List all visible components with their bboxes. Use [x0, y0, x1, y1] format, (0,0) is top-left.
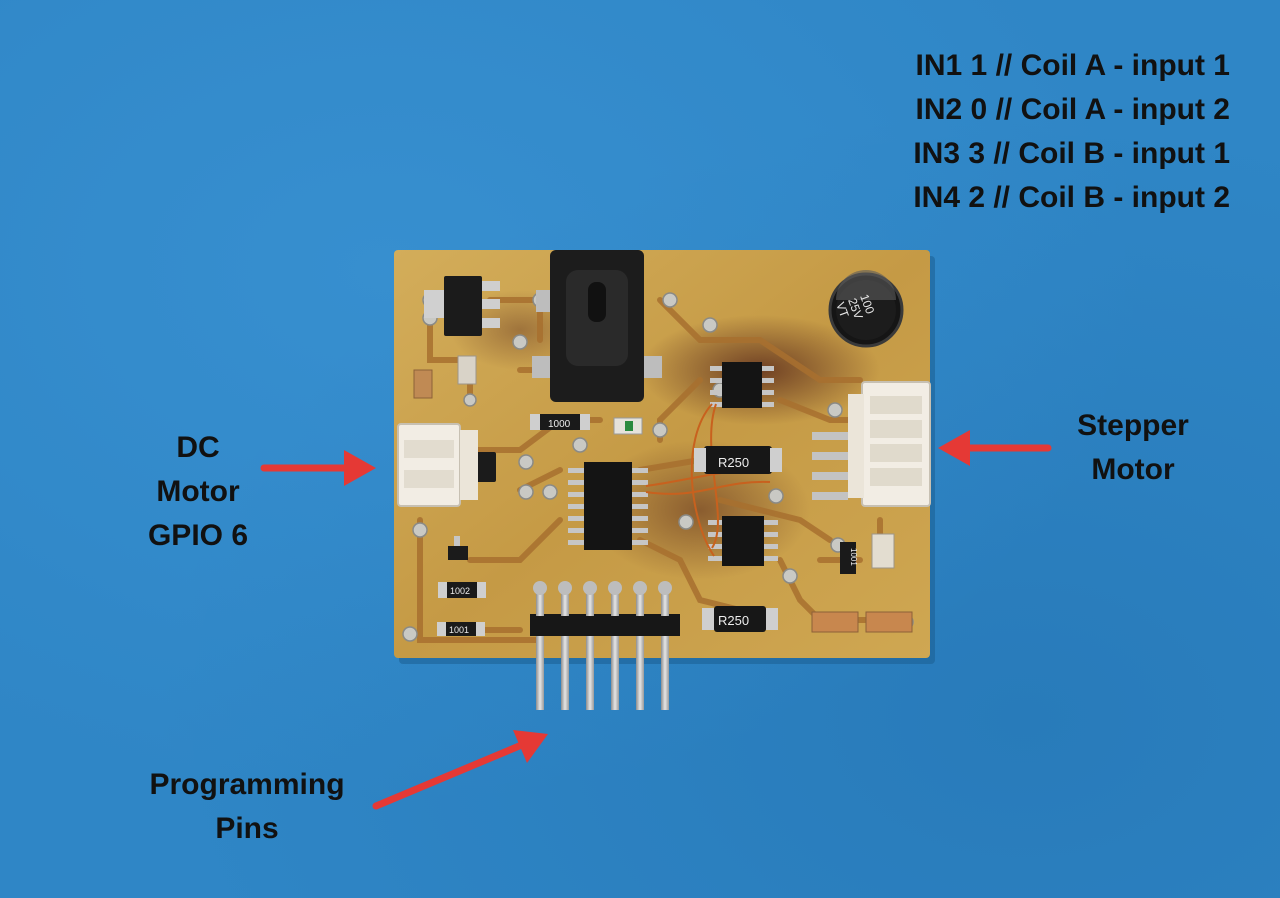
dc-motor-label-line: GPIO 6 — [147, 519, 249, 552]
stepper-motor-connector — [812, 381, 931, 507]
capacitor-text: 25V — [845, 296, 865, 321]
resistor-marking: 1000 — [548, 419, 571, 430]
resistor-marking: 1001 — [849, 548, 858, 566]
stepper-motor-arrow — [938, 430, 1052, 466]
ic-chip-top — [710, 362, 774, 408]
capacitor-text: VT — [833, 300, 852, 320]
dc-motor-arrow — [260, 450, 376, 486]
dc-motor-label-line: Motor — [156, 475, 240, 508]
smd-capacitor — [811, 611, 859, 633]
programming-pins-label-line: Pins — [215, 812, 279, 845]
resistor-1002 — [446, 582, 478, 598]
resistor-r250-bottom — [714, 606, 766, 632]
stepper-motor-label: Stepper Motor — [1058, 404, 1208, 492]
dc-motor-label-line: DC — [176, 431, 220, 464]
capacitor-text: 100 — [857, 292, 877, 316]
resistor-r250-mid — [704, 446, 772, 474]
programming-pins-label: Programming Pins — [134, 763, 360, 851]
voltage-regulator — [444, 276, 482, 336]
pin-note: IN3 3 // Coil B - input 1 — [913, 137, 1230, 170]
programming-pins-arrow — [372, 730, 548, 810]
smd-capacitor — [865, 611, 913, 633]
pin-note: IN2 0 // Coil A - input 2 — [915, 93, 1230, 126]
pin-note: IN1 1 // Coil A - input 1 — [915, 49, 1230, 82]
programming-pins-label-line: Programming — [149, 768, 345, 801]
ic-chip-main — [568, 462, 648, 550]
stepper-motor-label-line: Stepper — [1077, 409, 1189, 442]
transistor — [448, 546, 468, 560]
resistor-right — [840, 542, 856, 574]
ic-chip-lower — [708, 516, 778, 566]
resistor-marking: R250 — [718, 455, 749, 470]
smd-diode — [871, 533, 895, 569]
resistor-1001 — [446, 622, 476, 636]
dc-motor-connector — [397, 423, 478, 507]
stepper-motor-label-line: Motor — [1091, 453, 1175, 486]
resistor-marking: 1002 — [450, 586, 470, 596]
dc-motor-label: DC Motor GPIO 6 — [140, 426, 256, 558]
resistor-marking: 1001 — [449, 625, 469, 635]
smd-resistor — [413, 369, 433, 399]
resistor-1000 — [538, 414, 582, 430]
programming-header — [530, 581, 680, 710]
resistor-marking: R250 — [718, 613, 749, 628]
pin-mapping-notes: IN1 1 // Coil A - input 1 IN2 0 // Coil … — [913, 44, 1230, 220]
pin-note: IN4 2 // Coil B - input 2 — [913, 181, 1230, 214]
